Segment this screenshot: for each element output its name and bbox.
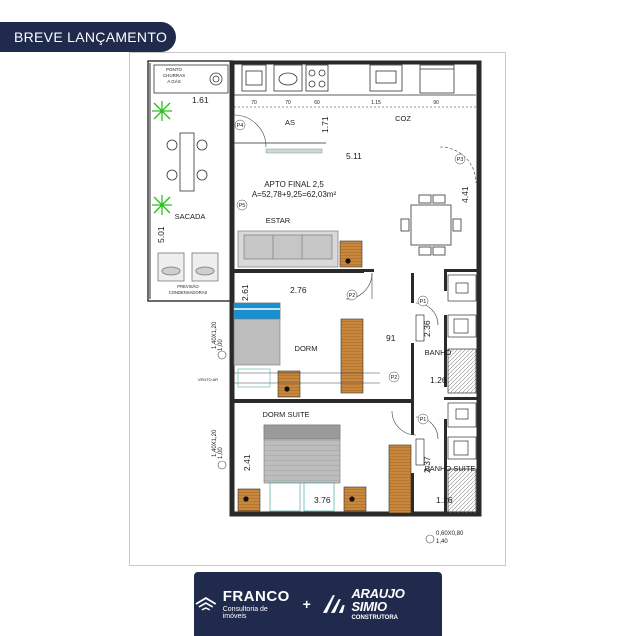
- svg-text:90: 90: [433, 100, 439, 106]
- wardrobe: [340, 318, 364, 394]
- svg-text:1,00: 1,00: [218, 339, 224, 351]
- side-table: [339, 240, 363, 268]
- unit-title: APTO FINAL 2,5: [264, 180, 324, 189]
- svg-text:1,40X1,20: 1,40X1,20: [212, 321, 218, 349]
- room-sacada: SACADA: [175, 212, 206, 221]
- doors: [233, 114, 477, 440]
- svg-text:CHURRAS: CHURRAS: [163, 73, 185, 78]
- bathroom-fixtures: [415, 274, 477, 514]
- svg-text:70: 70: [285, 100, 291, 106]
- svg-text:5.01: 5.01: [156, 226, 166, 243]
- room-banho: BANHO: [425, 348, 452, 357]
- svg-text:60: 60: [314, 100, 320, 106]
- svg-text:3.76: 3.76: [314, 495, 331, 505]
- launch-badge: BREVE LANÇAMENTO: [0, 22, 176, 52]
- door-labels: P4 P5 P3 P2 P1 P2 P1: [234, 119, 466, 425]
- room-labels: AS COZ ESTAR SACADA DORM DORM SUITE BANH…: [175, 114, 476, 473]
- unit-area: A=52,78+9,25=62,03m²: [252, 190, 337, 199]
- svg-text:2.41: 2.41: [242, 454, 252, 471]
- svg-text:PONTO: PONTO: [166, 67, 182, 72]
- single-bed: [233, 302, 281, 366]
- svg-text:P1: P1: [420, 299, 427, 305]
- araujo-name: ARAUJO SIMIO: [351, 586, 405, 614]
- hvac-unit: [265, 148, 323, 154]
- plant-icon: [152, 101, 172, 215]
- dining-table: [400, 194, 462, 256]
- svg-text:1.61: 1.61: [192, 95, 209, 105]
- svg-text:91: 91: [386, 333, 396, 343]
- launch-badge-label: BREVE LANÇAMENTO: [14, 29, 168, 45]
- svg-text:1.26: 1.26: [430, 375, 447, 385]
- window-labels: 1,40X1,20 1,00 1,40X1,20 1,00 0,60X0,80 …: [212, 321, 464, 545]
- suite-wardrobe: [388, 444, 412, 514]
- room-coz: COZ: [395, 114, 411, 123]
- ventilation-line: [234, 368, 380, 388]
- araujo-sub: CONSTRUTORA: [351, 615, 398, 621]
- room-dorm: DORM: [295, 344, 318, 353]
- condenser-notes: PREVISÃO CONDENSADORAS: [169, 284, 208, 295]
- walls: [147, 60, 482, 517]
- double-bed: [263, 424, 341, 512]
- svg-text:PREVISÃO: PREVISÃO: [177, 284, 199, 289]
- floor-plan-drawing: 70 70 60 1.15 90 PONTO CHURRAS A GÁS: [147, 60, 482, 545]
- svg-text:P2: P2: [391, 375, 398, 381]
- footer-brands: FRANCO Consultoria de imóveis + ARAUJO S…: [194, 572, 442, 636]
- svg-text:70: 70: [251, 100, 257, 106]
- counter-marks: 70 70 60 1.15 90: [251, 100, 439, 106]
- svg-text:1.71: 1.71: [320, 116, 330, 133]
- svg-text:1.26: 1.26: [436, 495, 453, 505]
- brand-plus: +: [302, 596, 311, 612]
- svg-text:1.15: 1.15: [371, 100, 381, 106]
- desk: [277, 370, 301, 398]
- room-as: AS: [285, 118, 295, 127]
- franco-brand: FRANCO Consultoria de imóveis: [194, 589, 293, 620]
- svg-text:2.37: 2.37: [422, 456, 432, 473]
- room-dorm-suite: DORM SUITE: [262, 410, 309, 419]
- svg-text:CONDENSADORAS: CONDENSADORAS: [169, 290, 208, 295]
- svg-text:0,60X0,80: 0,60X0,80: [436, 531, 464, 537]
- svg-text:2.76: 2.76: [290, 285, 307, 295]
- svg-text:P4: P4: [237, 123, 244, 129]
- window-marks: [217, 350, 435, 544]
- nightstands: [237, 486, 367, 512]
- dimensions: 1.61 1.71 5.11 4.41 5.01 2.61 2.76 91 2.…: [156, 95, 470, 505]
- balcony-grill: [153, 64, 229, 94]
- balcony-notes: PONTO CHURRAS A GÁS: [163, 67, 185, 84]
- svg-text:P2: P2: [349, 293, 356, 299]
- kitchen-counter: [241, 64, 455, 94]
- svg-text:P1: P1: [420, 417, 427, 423]
- franco-logo-icon: [195, 597, 217, 611]
- svg-text:4.41: 4.41: [460, 186, 470, 203]
- svg-text:5.11: 5.11: [346, 151, 362, 161]
- franco-sub: Consultoria de imóveis: [222, 605, 268, 620]
- svg-text:2.36: 2.36: [422, 320, 432, 337]
- vent-note: VENTO AR: [198, 377, 218, 382]
- room-banho-suite: BANHO SUITE: [425, 464, 476, 473]
- balcony-table: [166, 132, 208, 192]
- floor-plan: 70 70 60 1.15 90 PONTO CHURRAS A GÁS: [129, 52, 506, 566]
- condenser-units: [157, 252, 219, 282]
- svg-text:A GÁS: A GÁS: [167, 78, 181, 84]
- svg-text:1,40X1,20: 1,40X1,20: [212, 429, 218, 457]
- svg-text:P3: P3: [457, 157, 464, 163]
- svg-text:2.61: 2.61: [240, 284, 250, 301]
- room-estar: ESTAR: [266, 216, 291, 225]
- franco-name: FRANCO: [222, 587, 290, 605]
- sofa: [237, 230, 339, 268]
- svg-text:P5: P5: [239, 203, 246, 209]
- svg-text:1,00: 1,00: [218, 447, 224, 459]
- araujo-brand: ARAUJO SIMIO CONSTRUTORA: [321, 587, 442, 621]
- araujo-logo-icon: [322, 595, 345, 613]
- svg-text:1,40: 1,40: [436, 539, 448, 545]
